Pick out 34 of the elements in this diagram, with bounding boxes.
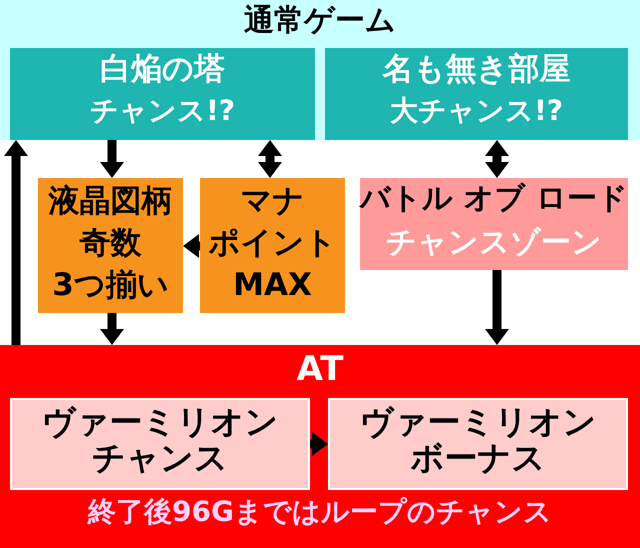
label-text: MAX: [232, 268, 313, 302]
state-box: [10, 48, 315, 140]
label-text: ヴァーミリオンチャンス: [40, 404, 280, 477]
arrow: [310, 432, 328, 456]
label-text: チャンスゾーン: [385, 226, 603, 259]
arrow: [100, 313, 124, 345]
label-text: 通常ゲーム: [243, 4, 397, 37]
arrow: [100, 140, 124, 178]
state-box: [10, 398, 310, 490]
label-text: 3つ揃い: [51, 268, 170, 302]
arrow: [183, 234, 200, 258]
label-text: バトル オブ ロード: [360, 182, 628, 215]
label-text: 大チャンス!?: [388, 96, 564, 127]
state-box: [328, 398, 628, 490]
label-text: AT: [296, 351, 344, 388]
state-box: [200, 178, 345, 313]
label-text: 終了後96Gまではループのチャンス: [86, 497, 553, 528]
arrow: [485, 270, 509, 345]
label-text: 液晶図柄: [47, 184, 174, 218]
label-text: ポイント: [208, 226, 338, 260]
state-box: [360, 178, 628, 270]
label-text: 白焔の塔: [99, 52, 226, 86]
state-box: [325, 48, 628, 140]
label-text: 名も無き部屋: [381, 52, 572, 86]
arrow: [258, 140, 282, 178]
arrow: [485, 140, 509, 178]
arrow: [4, 140, 28, 345]
state-box: [38, 178, 183, 313]
label-text: 奇数: [78, 226, 142, 260]
game-mode-band: [0, 0, 640, 140]
game-mode-band: [0, 345, 640, 548]
label-text: ヴァーミリオンボーナス: [358, 404, 598, 477]
label-text: マナ: [240, 184, 306, 218]
label-text: チャンス!?: [88, 96, 236, 127]
